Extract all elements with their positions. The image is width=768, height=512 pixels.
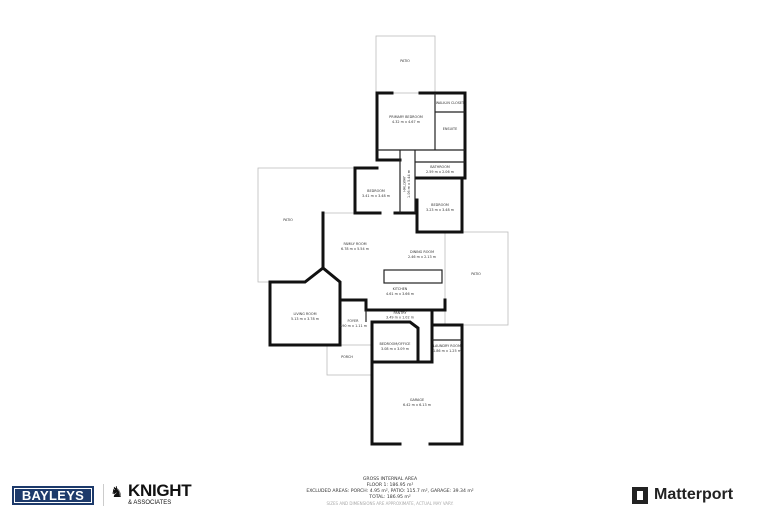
label-bedroom-office: BEDROOM/OFFICE <box>380 342 411 346</box>
interior-walls <box>365 93 465 341</box>
logo-divider <box>103 484 104 506</box>
knight-associates-logo: ♞ KNIGHT & ASSOCIATES <box>110 481 210 508</box>
label-pantry: PANTRY <box>394 311 408 315</box>
label-bathroom: BATHROOM <box>430 165 450 169</box>
label-family-room: FAMILY ROOM <box>343 242 366 246</box>
size-bedroom-office: 3.08 m x 3.09 m <box>381 347 410 351</box>
size-bedroom-right: 3.23 m x 3.48 m <box>426 208 455 212</box>
label-ensuite: ENSUITE <box>443 127 458 131</box>
size-foyer: 1.90 m x 1.11 m <box>339 324 368 328</box>
knight-wordmark: KNIGHT <box>128 481 192 500</box>
size-pantry: 3.49 m x 1.02 m <box>386 316 415 320</box>
chess-knight-icon: ♞ <box>110 484 124 500</box>
label-bedroom-right: BEDROOM <box>431 203 449 207</box>
matterport-logo: Matterport <box>632 484 733 506</box>
matterport-icon <box>632 486 648 504</box>
area-excluded: EXCLUDED AREAS: PORCH: 4.95 m², PATIO: 1… <box>306 489 474 494</box>
size-primary-bedroom: 4.32 m x 4.67 m <box>392 120 421 124</box>
label-garage: GARAGE <box>410 398 424 402</box>
size-family-room: 6.78 m x 5.54 m <box>341 247 370 251</box>
hallway-label-group: HALLWAY 1.06 m x 5.44 m <box>403 169 411 198</box>
label-laundry-room: LAUNDRY ROOM <box>433 344 461 348</box>
size-garage: 6.42 m x 6.13 m <box>403 403 432 407</box>
label-living-room: LIVING ROOM <box>293 312 316 316</box>
label-patio-top: PATIO <box>400 59 410 63</box>
label-walk-in-closet: WALK-IN CLOSET <box>436 101 465 105</box>
size-bathroom: 2.59 m x 2.06 m <box>426 170 455 174</box>
label-patio-right: PATIO <box>471 272 481 276</box>
label-patio-left: PATIO <box>283 218 293 222</box>
size-dining-room: 2.46 m x 2.13 m <box>408 255 437 259</box>
label-foyer: FOYER <box>347 319 359 323</box>
bayleys-logo: BAYLEYS <box>12 486 94 505</box>
label-porch: PORCH <box>341 355 353 359</box>
label-bedroom-left: BEDROOM <box>367 189 385 193</box>
area-title: GROSS INTERNAL AREA <box>362 477 418 482</box>
size-living-room: 5.13 m x 3.78 m <box>291 317 320 321</box>
room-labels: PATIO PRIMARY BEDROOM 4.32 m x 4.67 m WA… <box>283 59 481 407</box>
patio-right-outline <box>444 231 509 326</box>
area-floor: FLOOR 1: 186.95 m² <box>366 483 414 488</box>
label-dining-room: DINING ROOM <box>410 250 434 254</box>
area-total: TOTAL: 186.95 m² <box>369 495 411 500</box>
knight-subtitle: & ASSOCIATES <box>128 500 172 506</box>
area-note: SIZES AND DIMENSIONS ARE APPROXIMATE, AC… <box>326 501 454 506</box>
size-bedroom-left: 3.41 m x 3.48 m <box>362 194 391 198</box>
area-summary: GROSS INTERNAL AREA FLOOR 1: 186.95 m² E… <box>290 477 490 507</box>
label-kitchen: KITCHEN <box>393 287 408 291</box>
size-kitchen: 4.61 m x 3.66 m <box>386 292 415 296</box>
porch-outline <box>326 344 372 376</box>
patio-top-outline <box>375 35 436 94</box>
matterport-wordmark: Matterport <box>654 486 734 503</box>
label-primary-bedroom: PRIMARY BEDROOM <box>389 115 423 119</box>
label-hallway: HALLWAY <box>403 175 407 192</box>
size-hallway: 1.06 m x 5.44 m <box>407 169 411 198</box>
walls <box>268 91 467 446</box>
size-laundry-room: 1.86 m x 1.25 m <box>433 349 462 353</box>
patio-left-outline <box>257 167 356 283</box>
